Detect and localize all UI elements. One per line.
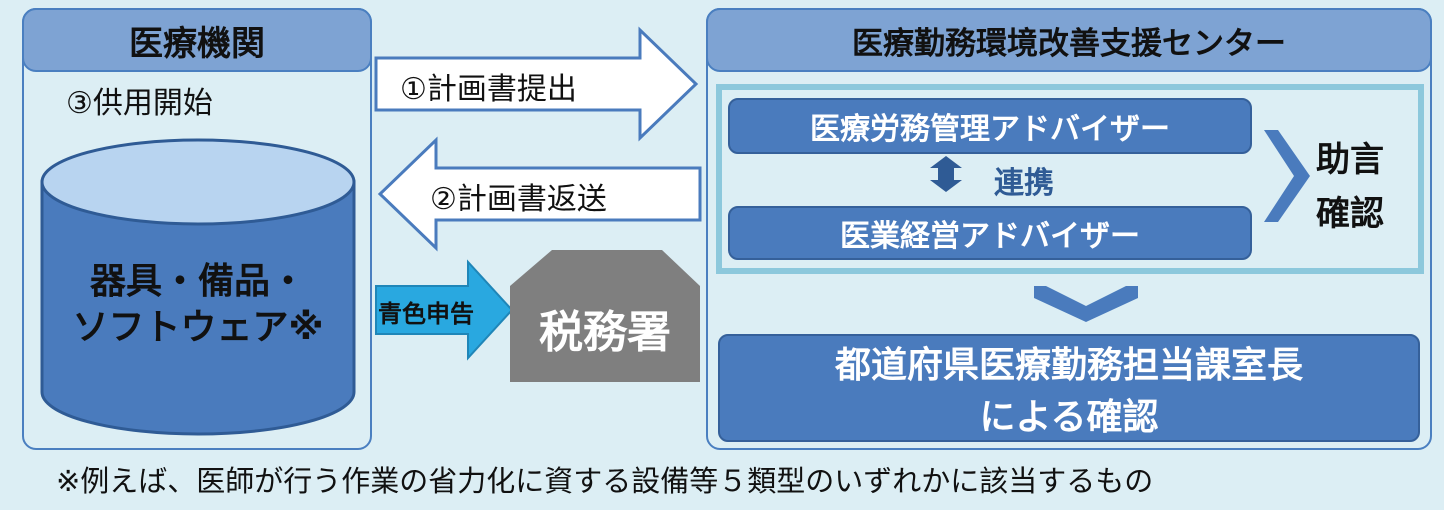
prefecture-line1: 都道府県医療勤務担当課室長 <box>834 345 1303 386</box>
tax-office-house <box>510 250 700 382</box>
prefecture-line2: による確認 <box>979 397 1159 438</box>
cylinder-body <box>40 180 356 436</box>
down-chevron-icon <box>1034 286 1138 322</box>
cylinder-label-line1: 器具・備品・ <box>89 261 306 302</box>
advisor-group-frame <box>716 84 1424 274</box>
support-center-title: 医療勤務環境改善支援センター <box>706 8 1432 72</box>
blue-return-label: 青色申告 <box>378 300 474 328</box>
medical-institution-title: 医療機関 <box>22 8 372 72</box>
cooperation-arrow-icon <box>930 130 1310 322</box>
prefecture-confirmation-box: 都道府県医療勤務担当課室長 による確認 <box>718 334 1420 442</box>
blue-return-arrow <box>375 259 514 361</box>
submit-arrow-label: ①計画書提出 <box>400 72 577 107</box>
advice-label: 助言 <box>1316 140 1384 180</box>
advice-chevron-icon <box>1264 130 1310 222</box>
cylinder-top <box>40 138 356 226</box>
tax-office-label: 税務署 <box>539 307 671 358</box>
business-advisor-box: 医業経営アドバイザー <box>728 206 1252 260</box>
cooperation-label: 連携 <box>994 166 1054 201</box>
submit-arrow <box>374 26 702 382</box>
return-arrow-label: ②計画書返送 <box>430 182 607 217</box>
footnote: ※例えば、医師が行う作業の省力化に資する設備等５類型のいずれかに該当するもの <box>56 464 1154 498</box>
labor-advisor-box: 医療労務管理アドバイザー <box>728 98 1252 154</box>
confirm-label: 確認 <box>1316 194 1384 234</box>
step3-start-use-label: ③供用開始 <box>66 86 213 121</box>
return-arrow <box>377 136 702 252</box>
equipment-cylinder <box>40 138 356 436</box>
cylinder-label-line2: ソフトウェア※ <box>72 307 324 348</box>
